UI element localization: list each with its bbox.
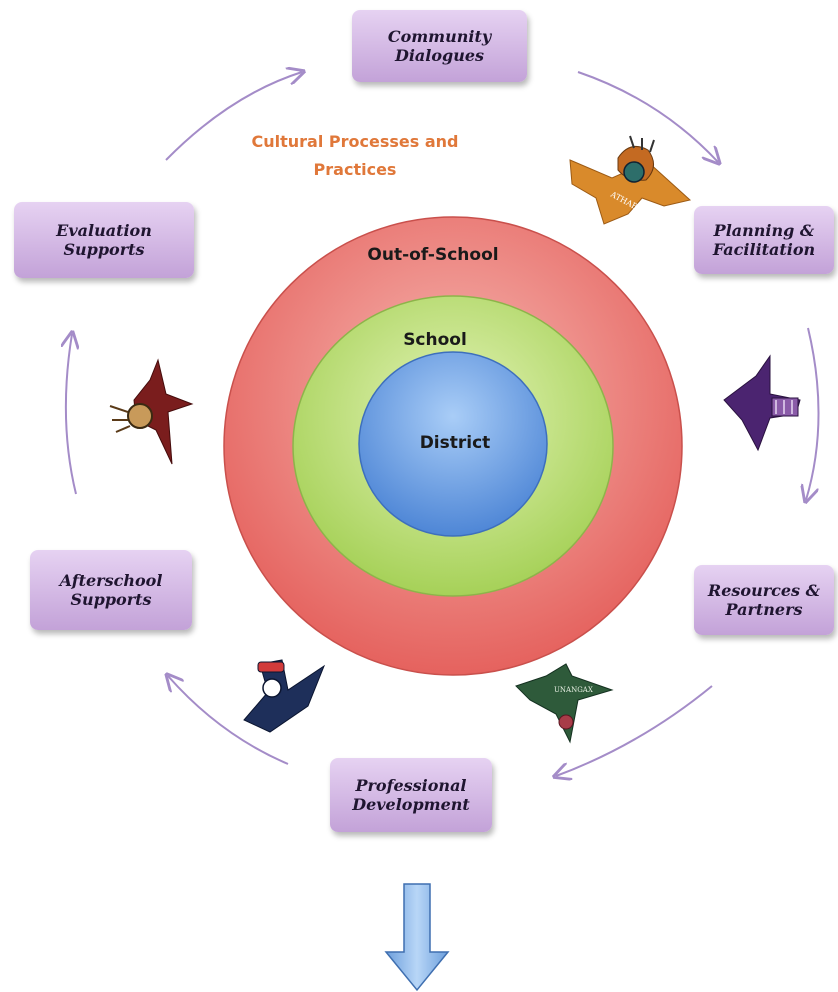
school-label: School [403,330,467,350]
step-community-dialogues: Community Dialogues [352,10,527,82]
step-label: Evaluation Supports [56,221,152,259]
cycle-arrow-afterschool-to-evaluation [66,334,76,495]
step-afterschool-supports: Afterschool Supports [30,550,192,630]
purple-bird-icon [723,354,801,452]
step-label: Planning & Facilitation [712,221,816,259]
district-circle [358,351,548,537]
step-label: Professional Development [352,776,470,814]
red-bird-icon [109,358,194,465]
cultural-processes-label: Cultural Processes and Practices [251,132,459,179]
out-of-school-label: Out-of-School [367,245,499,265]
athabascan-bird-icon: ATHABASCAN [569,135,692,226]
step-label: Resources & Partners [707,581,821,619]
step-resources-partners: Resources & Partners [694,565,834,635]
cycle-arrow-development-to-afterschool [168,676,289,765]
step-label: Community Dialogues [387,27,492,65]
navy-bird-icon [243,659,326,733]
unangax-bird-text: UNANGAX [554,686,593,694]
cycle-arrow-evaluation-to-dialogues [165,72,302,161]
down-arrow [384,883,450,992]
cycle-arrow-dialogues-to-planning [577,71,718,162]
unangax-bird-icon: UNANGAX [515,663,614,744]
cycle-arrow-resources-to-development [556,685,713,776]
step-label: Afterschool Supports [59,571,163,609]
cycle-arrow-planning-to-resources [806,327,820,500]
step-professional-development: Professional Development [330,758,492,832]
district-label: District [419,433,491,453]
step-planning-facilitation: Planning & Facilitation [694,206,834,274]
step-evaluation-supports: Evaluation Supports [14,202,194,278]
